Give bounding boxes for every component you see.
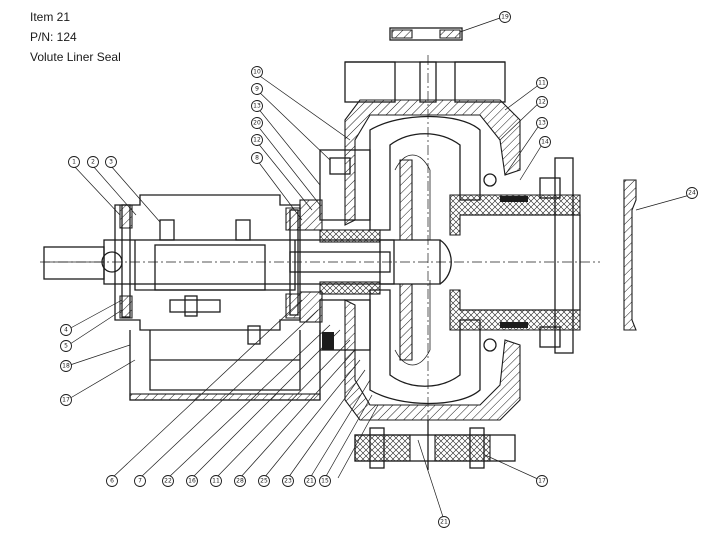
callout-11-bottom: 11: [210, 475, 222, 487]
callout-14: 14: [539, 136, 551, 148]
callout-5: 5: [60, 340, 72, 352]
callout-24: 24: [686, 187, 698, 199]
callout-19-top: 19: [499, 11, 511, 23]
svg-text:6: 6: [110, 478, 114, 485]
svg-text:21: 21: [306, 478, 314, 485]
svg-text:11: 11: [212, 478, 220, 485]
svg-text:13: 13: [538, 120, 546, 127]
callout-12-upper: 12: [251, 134, 263, 146]
callout-3: 3: [105, 156, 117, 168]
callout-13-right: 13: [536, 117, 548, 129]
callout-18: 18: [60, 360, 72, 372]
svg-text:12: 12: [253, 137, 261, 144]
svg-text:21: 21: [440, 519, 448, 526]
svg-text:13: 13: [253, 103, 261, 110]
pedestal-base: [129, 330, 321, 401]
callout-17-left: 17: [60, 394, 72, 406]
svg-text:17: 17: [538, 478, 546, 485]
svg-text:1: 1: [72, 159, 76, 166]
callout-15: 15: [319, 475, 331, 487]
volute-liner-seal-top: [389, 27, 463, 41]
svg-text:22: 22: [164, 478, 172, 485]
svg-text:2: 2: [91, 159, 95, 166]
svg-text:9: 9: [255, 86, 259, 93]
callout-8: 8: [251, 152, 263, 164]
callout-2: 2: [87, 156, 99, 168]
callout-6: 6: [106, 475, 118, 487]
svg-text:17: 17: [62, 397, 70, 404]
svg-text:25: 25: [260, 478, 268, 485]
svg-text:5: 5: [64, 343, 68, 350]
svg-text:4: 4: [64, 327, 68, 334]
svg-text:20: 20: [253, 120, 261, 127]
callout-1: 1: [68, 156, 80, 168]
callout-21-a: 21: [304, 475, 316, 487]
svg-text:24: 24: [688, 190, 696, 197]
callout-17-right: 17: [536, 475, 548, 487]
svg-text:16: 16: [188, 478, 196, 485]
svg-text:3: 3: [109, 159, 113, 166]
svg-text:23: 23: [284, 478, 292, 485]
callout-22: 22: [162, 475, 174, 487]
svg-text:7: 7: [138, 478, 142, 485]
callout-21-b: 21: [438, 516, 450, 528]
callout-20: 20: [251, 117, 263, 129]
svg-text:28: 28: [236, 478, 244, 485]
part-name: Volute Liner Seal: [30, 50, 121, 64]
item-number: Item 21: [30, 10, 71, 24]
callout-13-upper: 13: [251, 100, 263, 112]
svg-text:18: 18: [62, 363, 70, 370]
svg-text:10: 10: [253, 69, 261, 76]
foot-bolts: [354, 420, 516, 470]
callout-28: 28: [234, 475, 246, 487]
svg-text:19: 19: [501, 14, 509, 21]
leader-lines: [66, 17, 691, 521]
volute-liner-seal-right: [623, 179, 637, 331]
volute-liner: [369, 115, 481, 405]
stuffing-box: [299, 149, 381, 351]
callout-11-right: 11: [536, 77, 548, 89]
suction-cover: [449, 157, 581, 354]
svg-text:11: 11: [538, 80, 546, 87]
callout-10: 10: [251, 66, 263, 78]
callout-4: 4: [60, 324, 72, 336]
svg-text:15: 15: [321, 478, 329, 485]
part-number: P/N: 124: [30, 30, 77, 44]
callout-7: 7: [134, 475, 146, 487]
callout-23: 23: [282, 475, 294, 487]
housing-bolts: [159, 219, 261, 345]
callout-16: 16: [186, 475, 198, 487]
svg-text:12: 12: [538, 99, 546, 106]
svg-text:8: 8: [255, 155, 259, 162]
impeller: [379, 159, 452, 361]
bearing-housing: [101, 194, 301, 331]
callout-9: 9: [251, 83, 263, 95]
callout-25: 25: [258, 475, 270, 487]
svg-text:14: 14: [541, 139, 549, 146]
callout-12-right: 12: [536, 96, 548, 108]
